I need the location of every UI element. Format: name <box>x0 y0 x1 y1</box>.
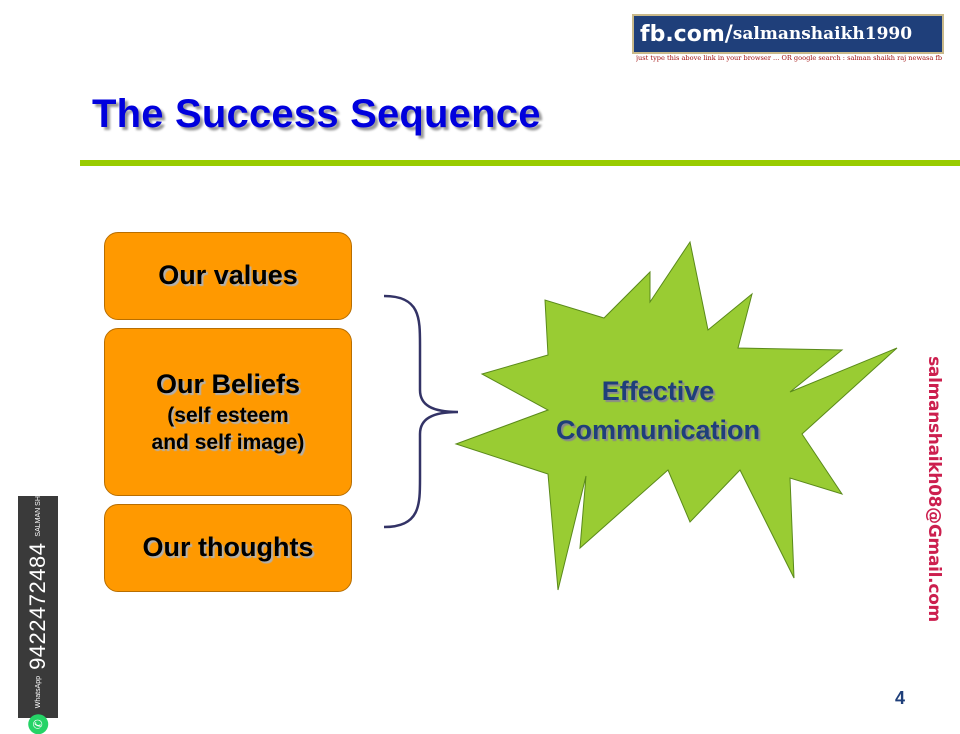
box-values-label: Our values <box>158 260 298 291</box>
box-beliefs: Our Beliefs (self esteem and self image) <box>104 328 352 496</box>
whatsapp-label: WhatsApp <box>34 675 42 709</box>
slide-title: The Success Sequence <box>92 92 541 136</box>
whatsapp-name: SALMAN SHAIKH <box>34 479 42 537</box>
burst-text: Effective Communication <box>520 372 796 450</box>
whatsapp-number: 9422472484 <box>25 542 51 670</box>
banner-handle: salmanshaikh1990 <box>732 24 913 44</box>
page-number: 4 <box>895 688 906 708</box>
curly-brace <box>383 294 459 529</box>
burst-line-2: Communication <box>555 415 760 446</box>
box-thoughts-label: Our thoughts <box>142 532 314 563</box>
whatsapp-icon: ✆ <box>28 714 49 734</box>
burst-line-1: Effective <box>601 376 715 406</box>
email-watermark: salmanshaikh08@Gmail.com <box>922 356 946 622</box>
facebook-banner: fb.com/salmanshaikh1990 <box>632 14 944 54</box>
box-values: Our values <box>104 232 352 320</box>
email-text: salmanshaikh08@Gmail.com <box>924 356 945 622</box>
banner-note: just type this above link in your browse… <box>636 54 943 62</box>
box-beliefs-sub2: and self image) <box>151 430 305 454</box>
box-beliefs-label: Our Beliefs <box>155 368 301 399</box>
box-thoughts: Our thoughts <box>104 504 352 592</box>
title-rule <box>80 160 960 166</box>
whatsapp-inner: ✆ WhatsApp 9422472484 SALMAN SHAIKH <box>25 480 51 734</box>
banner-site: fb.com/ <box>640 21 733 47</box>
whatsapp-strip: ✆ WhatsApp 9422472484 SALMAN SHAIKH <box>18 480 58 734</box>
starburst <box>454 240 898 591</box>
box-beliefs-sub1: (self esteem <box>167 403 289 427</box>
